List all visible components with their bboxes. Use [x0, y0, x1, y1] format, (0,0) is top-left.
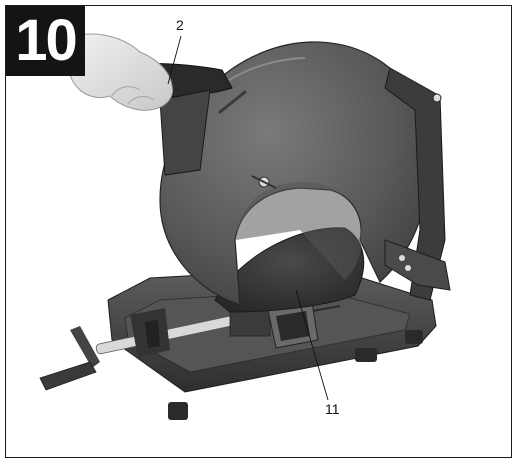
step-number-badge: 10: [6, 6, 85, 76]
callout-label-handle: 2: [176, 17, 184, 33]
blade-guard: [159, 41, 431, 306]
rear-bracket: [384, 67, 451, 301]
workpiece: [267, 301, 319, 349]
callout-leader-11: [295, 289, 329, 401]
vise-clamp: [39, 299, 271, 391]
callout-leader-2: [167, 35, 182, 85]
callout-label-disc: 11: [325, 401, 340, 417]
operator-hand: [65, 33, 174, 111]
